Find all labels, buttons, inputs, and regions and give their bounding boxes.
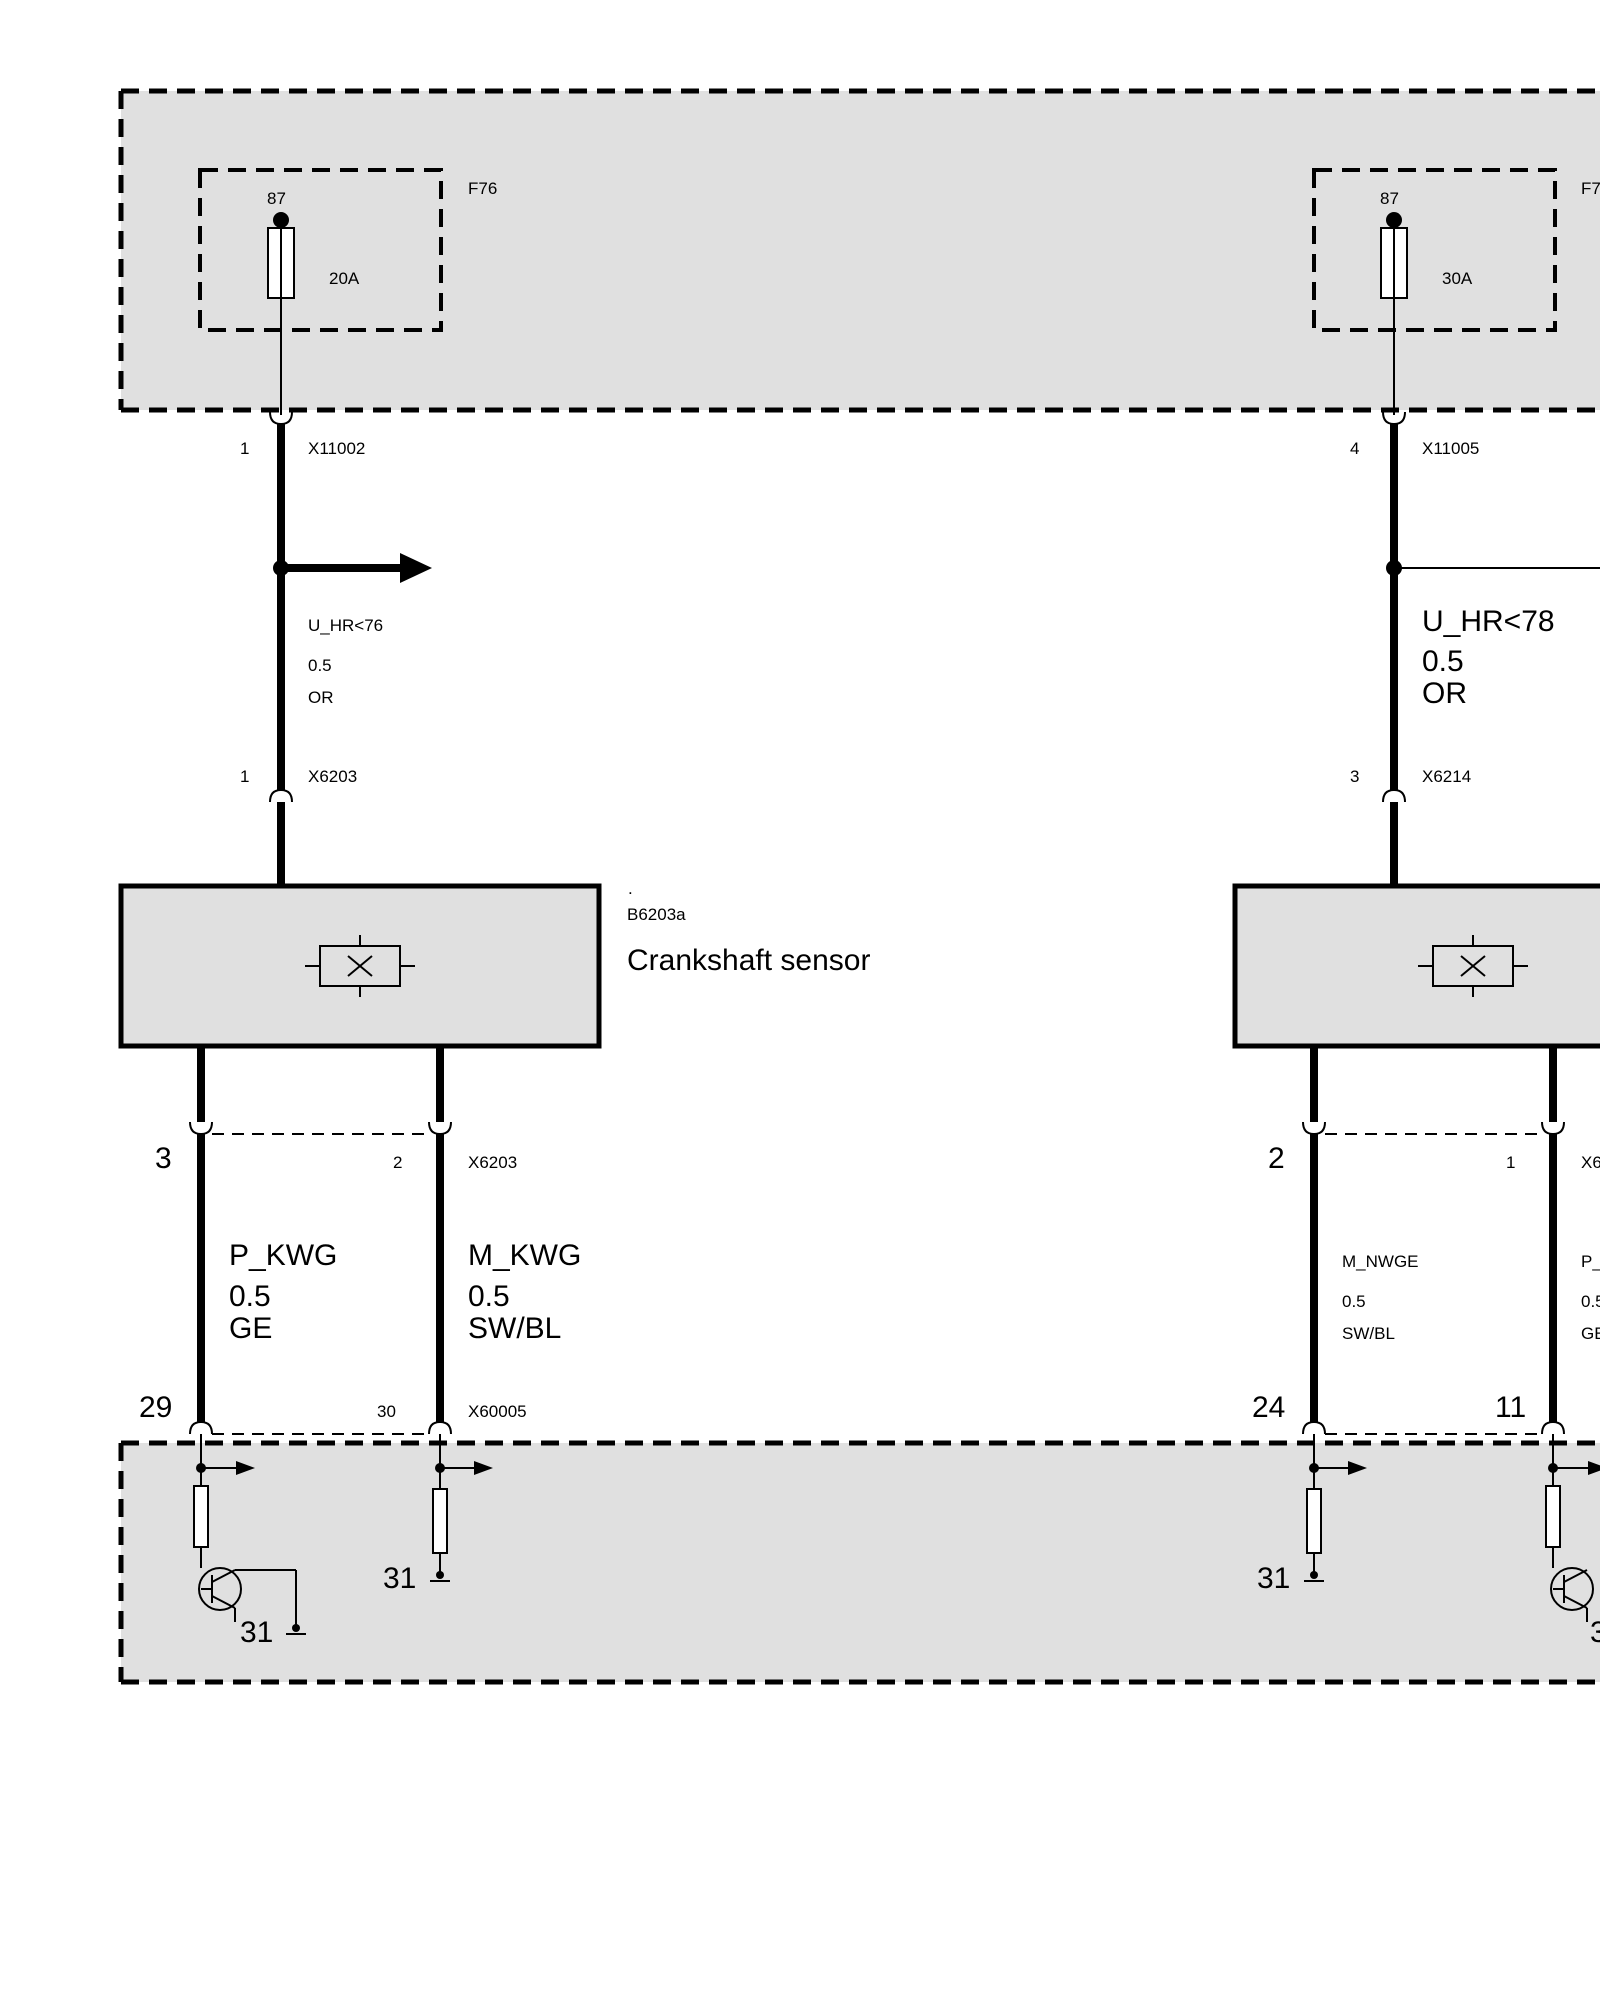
ecu-pin-29: 29 <box>139 1391 172 1424</box>
wire-m-nwge-gauge: 0.5 <box>1342 1292 1366 1311</box>
wire-m-kwg-gauge: 0.5 <box>468 1280 510 1313</box>
wire-p-kwg-signal: P_KWG <box>229 1239 337 1272</box>
sensor-dot: . <box>628 879 633 898</box>
wire-p-kwg-gauge: 0.5 <box>229 1280 271 1313</box>
connector-x60005-label: X60005 <box>468 1402 527 1421</box>
ground-label-right-resistor: 31 <box>1257 1562 1290 1595</box>
arrow-right-icon <box>474 1461 493 1475</box>
wire-p-right-gauge: 0.5 <box>1581 1292 1600 1311</box>
crankshaft-sensor: . B6203a Crankshaft sensor <box>118 879 870 1049</box>
sensor-name: Crankshaft sensor <box>627 944 870 977</box>
fuse-f76-terminal: 87 <box>267 189 286 208</box>
arrow-right-icon <box>1588 1461 1600 1475</box>
arrow-right-icon <box>400 553 432 583</box>
wire-p-right-color: GE <box>1581 1324 1600 1343</box>
fuse-f7-rating: 30A <box>1442 269 1473 288</box>
connector-right-pin-b: 1 <box>1506 1153 1515 1172</box>
ground-label-left-transistor: 31 <box>240 1616 273 1649</box>
ecu-module <box>118 1440 1600 1685</box>
resistor-icon <box>1545 1485 1561 1548</box>
fuse-f7-terminal: 87 <box>1380 189 1399 208</box>
ecu-pin-30: 30 <box>377 1402 396 1421</box>
wire-p-kwg-color: GE <box>229 1312 272 1345</box>
fuse-f7-label: F7 <box>1581 179 1600 198</box>
wire-left-gauge: 0.5 <box>308 656 332 675</box>
wire-m-kwg-signal: M_KWG <box>468 1239 581 1272</box>
ecu-pin-24: 24 <box>1252 1391 1285 1424</box>
wire-left-signal: U_HR<76 <box>308 616 383 635</box>
connector-x6203-bottom-label: X6203 <box>468 1153 517 1172</box>
wire-m-nwge-color: SW/BL <box>1342 1324 1395 1343</box>
connector-x6214-label: X6214 <box>1422 767 1471 786</box>
sensor-symbol-icon <box>1418 935 1528 997</box>
arrow-right-icon <box>1348 1461 1367 1475</box>
connector-x6214-pin: 3 <box>1350 767 1359 786</box>
connector-right-bottom-label: X6 <box>1581 1153 1600 1172</box>
connector-x11005-label: X11005 <box>1422 439 1479 458</box>
transistor-icon <box>1550 1567 1594 1622</box>
wire-p-right-signal: P_ <box>1581 1252 1600 1271</box>
ground-label-left-resistor: 31 <box>383 1562 416 1595</box>
arrow-right-icon <box>236 1461 255 1475</box>
connector-x6203-pin-b: 2 <box>393 1153 402 1172</box>
ecu-input-transistor-left: 31 <box>193 1434 306 1649</box>
ecu-pulldown-right: 31 <box>1257 1434 1367 1595</box>
wire-m-kwg-color: SW/BL <box>468 1312 561 1345</box>
ecu-pin-11: 11 <box>1495 1391 1526 1424</box>
fuse-f76-rating: 20A <box>329 269 360 288</box>
signal-wires-left: 3 2 X6203 P_KWG 0.5 GE M_KWG 0.5 SW/BL 2… <box>139 1046 581 1435</box>
wire-right-color: OR <box>1422 677 1467 710</box>
connector-x6203-top-pin: 1 <box>240 767 249 786</box>
ecu-pulldown-left: 31 <box>383 1434 493 1595</box>
fuse-f76: 87 20A F76 <box>198 168 497 415</box>
camshaft-sensor <box>1232 883 1600 1049</box>
connector-x6203-pin-a: 3 <box>155 1142 172 1175</box>
connector-x11002-pin: 1 <box>240 439 249 458</box>
connector-x6203-top-label: X6203 <box>308 767 357 786</box>
resistor-icon <box>193 1485 209 1548</box>
ecu-input-transistor-right: 3 <box>1545 1434 1600 1649</box>
wire-right-signal: U_HR<78 <box>1422 605 1555 638</box>
resistor-icon <box>1306 1488 1322 1554</box>
connector-x11005-pin: 4 <box>1350 439 1359 458</box>
sensor-symbol-icon <box>305 935 415 997</box>
fuse-module <box>118 88 1600 413</box>
resistor-icon <box>432 1488 448 1554</box>
connector-x11002-label: X11002 <box>308 439 365 458</box>
ground-label-right-transistor: 3 <box>1590 1616 1600 1649</box>
wire-m-nwge-signal: M_NWGE <box>1342 1252 1419 1271</box>
supply-wire-left: 1 X11002 U_HR<76 0.5 OR 1 X6203 <box>240 411 432 886</box>
fuse-f7: 87 30A F7 <box>1312 168 1600 415</box>
wire-right-gauge: 0.5 <box>1422 645 1464 678</box>
sensor-id: B6203a <box>627 905 686 924</box>
wire-left-color: OR <box>308 688 334 707</box>
connector-right-pin-a: 2 <box>1268 1142 1285 1175</box>
transistor-icon <box>198 1567 297 1628</box>
signal-wires-right: 2 1 X6 M_NWGE 0.5 SW/BL P_ 0.5 GE 24 11 <box>1252 1046 1600 1435</box>
fuse-f76-label: F76 <box>468 179 497 198</box>
supply-wire-right: 4 X11005 U_HR<78 0.5 OR 3 X6214 <box>1350 411 1600 886</box>
